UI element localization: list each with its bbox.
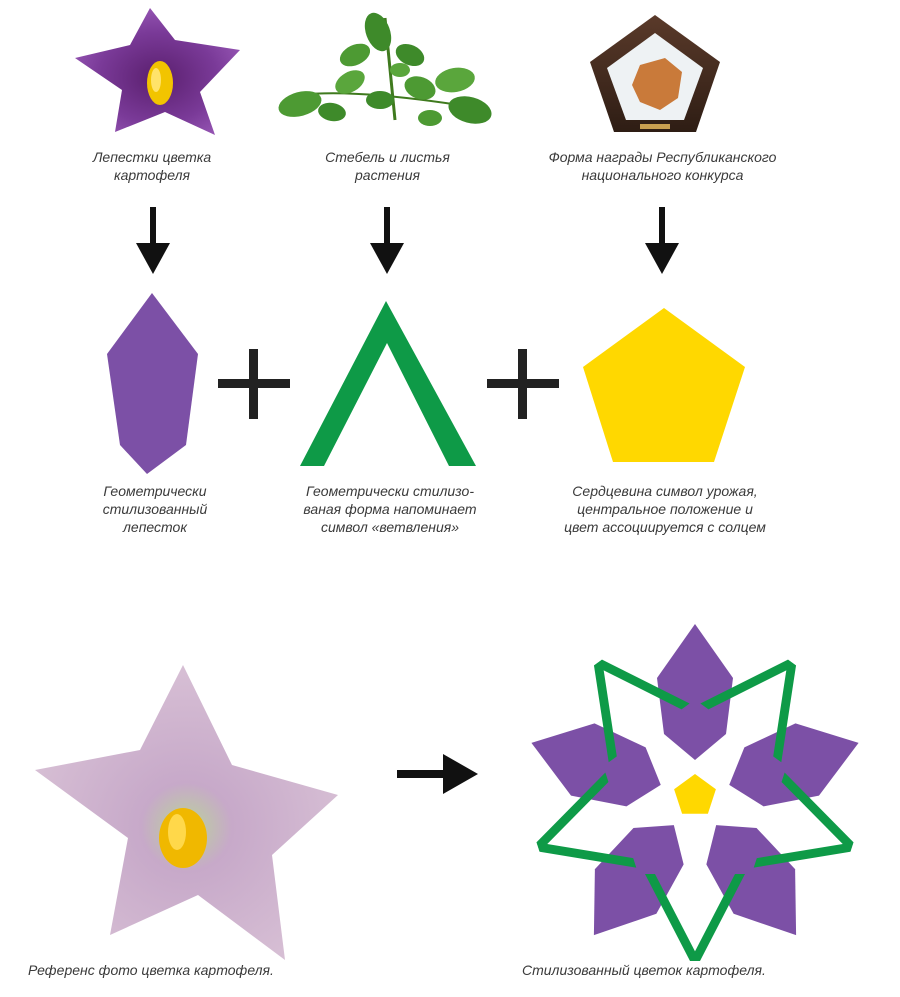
- plus-icon: [218, 349, 290, 419]
- caption-pentagon: Сердцевина символ урожая, центральное по…: [564, 483, 766, 535]
- flower-core: [674, 774, 716, 814]
- down-arrow-icon: [645, 207, 679, 274]
- potato-flower-photo: [75, 8, 240, 135]
- plus-icon: [487, 349, 559, 419]
- flower-petal: [593, 825, 684, 936]
- flower-branch: [593, 659, 617, 763]
- flower-branch: [536, 772, 609, 852]
- caption-award-form: Форма награды Республиканского националь…: [548, 149, 777, 183]
- flower-branch: [645, 874, 700, 961]
- down-arrow-icon: [370, 207, 404, 274]
- caption-stylized-flower: Стилизованный цветок картофеля.: [522, 962, 766, 978]
- stylized-potato-flower: [531, 624, 859, 961]
- caption-stem-leaves: Стебель и листья растения: [325, 149, 450, 183]
- caption-flower-petals: Лепестки цветка картофеля: [92, 149, 212, 183]
- award-trophy-photo: [590, 15, 720, 132]
- flower-petal: [706, 825, 797, 936]
- flower-branch: [753, 842, 854, 868]
- flower-petal: [657, 624, 733, 760]
- caption-branch: Геометрически стилизо- ваная форма напом…: [303, 483, 477, 535]
- flower-branch: [700, 659, 797, 710]
- flower-petal: [729, 723, 859, 807]
- flower-branch: [773, 659, 797, 763]
- flower-branch: [781, 772, 854, 852]
- core-pentagon: [583, 308, 745, 462]
- down-arrow-icon: [136, 207, 170, 274]
- stylized-petal: [107, 293, 198, 474]
- stem-leaves-photo: [278, 12, 492, 126]
- branch-symbol: [300, 301, 476, 466]
- reference-flower-photo: [35, 665, 338, 960]
- caption-reference-photo: Референс фото цветка картофеля.: [28, 962, 274, 978]
- caption-petal: Геометрически стилизованный лепесток: [102, 483, 208, 535]
- flower-branch: [690, 874, 745, 961]
- right-arrow-icon: [397, 754, 478, 794]
- flower-branch: [536, 842, 637, 868]
- flower-petal: [531, 723, 661, 807]
- flower-branch: [593, 659, 690, 710]
